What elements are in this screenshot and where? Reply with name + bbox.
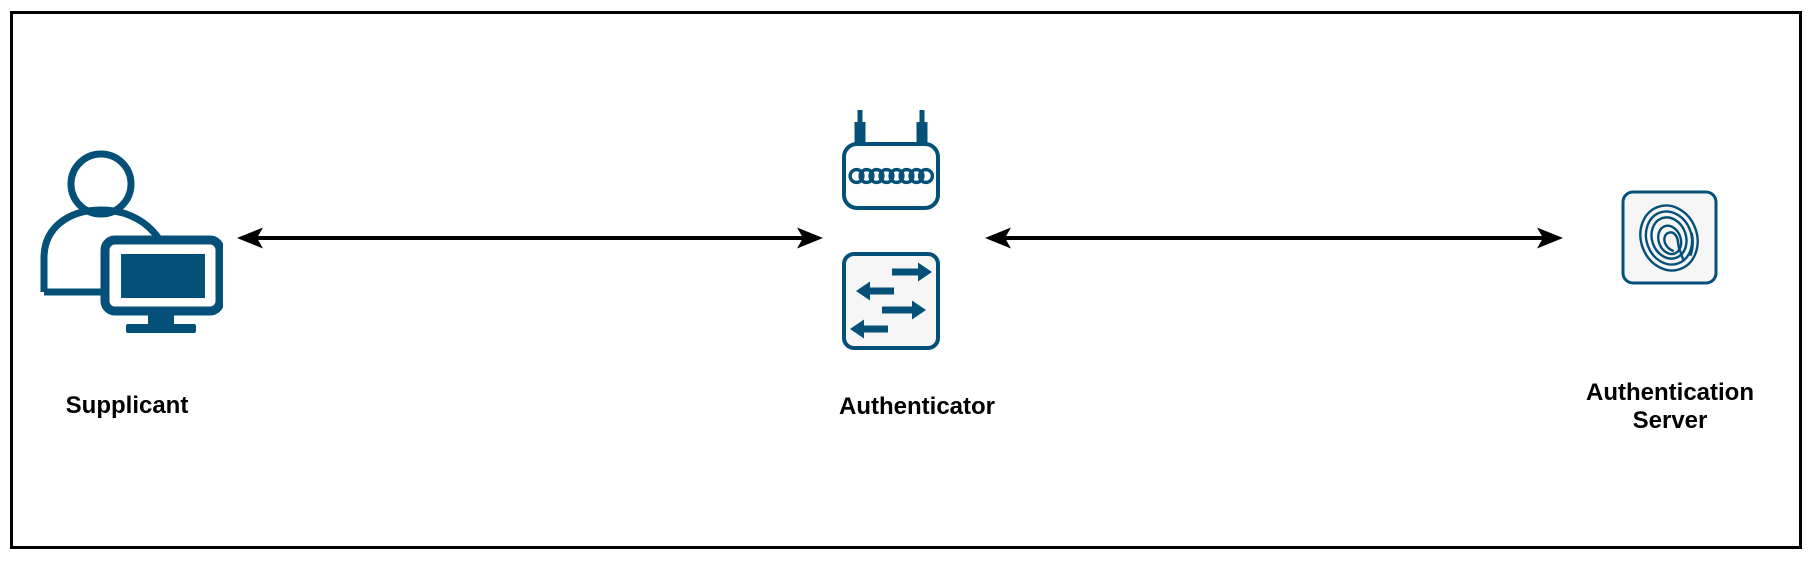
- authentication-server-node: [1621, 190, 1718, 285]
- wireless-access-point-icon: [842, 110, 940, 210]
- fingerprint-icon: [1621, 190, 1718, 285]
- user-with-computer-icon: [40, 150, 223, 333]
- authentication-server-label: Authentication Server: [1586, 379, 1754, 434]
- connector-authenticator-server: [978, 218, 1570, 258]
- double-arrow-left-icon: [237, 227, 823, 249]
- authenticator-node: [842, 110, 940, 350]
- authenticator-label: Authenticator: [839, 393, 995, 420]
- connector-supplicant-authenticator: [230, 218, 830, 258]
- double-arrow-right-icon: [985, 227, 1563, 249]
- supplicant-label: Supplicant: [65, 392, 189, 419]
- supplicant-node: [38, 146, 223, 336]
- network-switch-icon: [842, 252, 940, 350]
